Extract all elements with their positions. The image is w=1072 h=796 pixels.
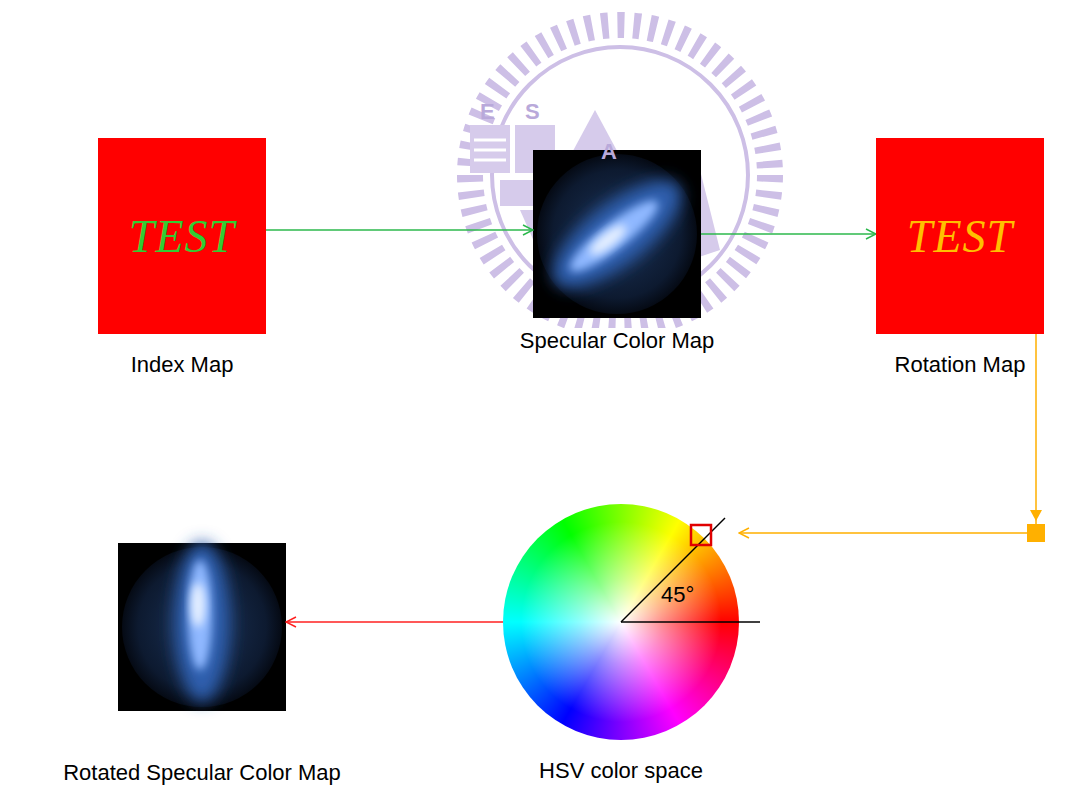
angle-label: 45° bbox=[661, 583, 694, 607]
hsv-color-wheel: 45°HSV color space bbox=[503, 504, 739, 740]
flow-arrow bbox=[266, 229, 533, 231]
specular-map-image bbox=[533, 150, 701, 318]
rotation-map: TESTRotation Map bbox=[876, 138, 1044, 334]
flow-arrow bbox=[701, 233, 876, 235]
specular-color-map: Specular Color Map bbox=[533, 150, 701, 318]
flow-arrow bbox=[286, 621, 503, 623]
watermark-letter: S bbox=[525, 100, 540, 124]
caption: HSV color space bbox=[537, 758, 705, 784]
rotated-specular-map-image bbox=[118, 542, 286, 711]
caption: Rotated Specular Color Map bbox=[61, 760, 343, 786]
flow-arrow bbox=[739, 334, 1036, 533]
index-map: TESTIndex Map bbox=[98, 138, 266, 334]
watermark-letter: A bbox=[601, 140, 617, 164]
map-text: TEST bbox=[907, 210, 1013, 263]
map-text: TEST bbox=[129, 210, 235, 263]
caption: Index Map bbox=[129, 352, 236, 378]
angle-lines bbox=[503, 504, 803, 796]
caption: Specular Color Map bbox=[518, 328, 716, 354]
watermark-letter: E bbox=[480, 100, 495, 124]
rotated-specular-color-map: Rotated Specular Color Map bbox=[118, 543, 286, 711]
caption: Rotation Map bbox=[893, 352, 1028, 378]
